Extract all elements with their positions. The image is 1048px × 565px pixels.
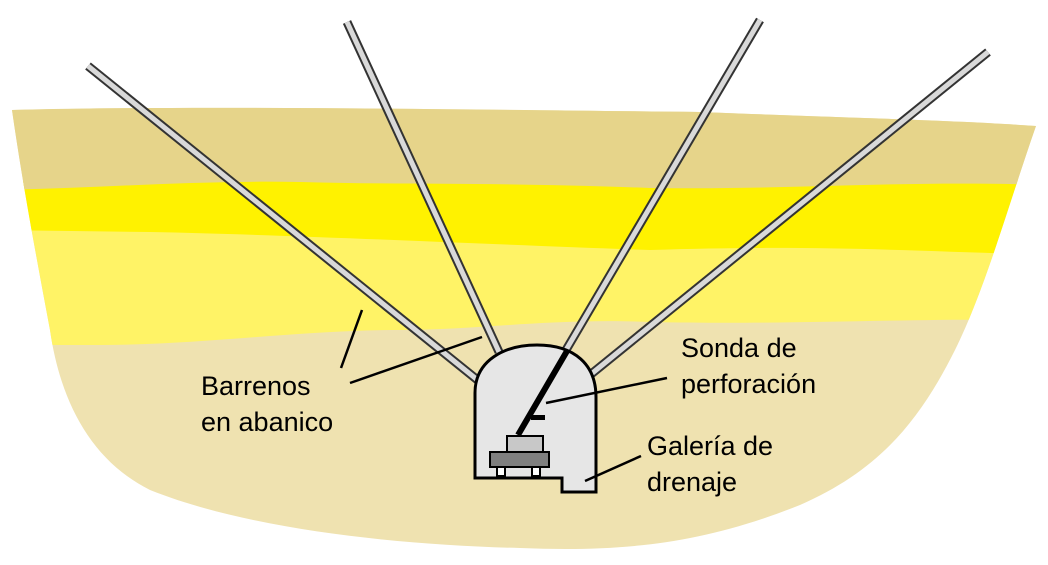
gallery-label: Galería de drenaje (647, 428, 773, 500)
top-layer (12, 107, 1036, 190)
light-ore-layer (12, 224, 1036, 345)
boreholes-label: Barrenos en abanico (201, 368, 333, 440)
bright-ore-layer (12, 178, 1036, 255)
borehole-2 (342, 20, 504, 354)
borehole-1 (85, 62, 483, 386)
gallery-label-line1: Galería de (647, 431, 774, 461)
borehole-3 (562, 17, 764, 353)
drill-label-line1: Sonda de (681, 333, 797, 363)
boreholes (85, 17, 991, 386)
drill-rig (489, 349, 570, 477)
borehole-4 (587, 48, 991, 379)
drill-label: Sonda de perforación (681, 330, 816, 402)
gallery-label-line2: drenaje (647, 467, 738, 497)
boreholes-label-line1: Barrenos (201, 371, 311, 401)
leader-lines (339, 309, 668, 483)
drill-label-line2: perforación (681, 369, 817, 399)
boreholes-label-line2: en abanico (201, 407, 334, 437)
